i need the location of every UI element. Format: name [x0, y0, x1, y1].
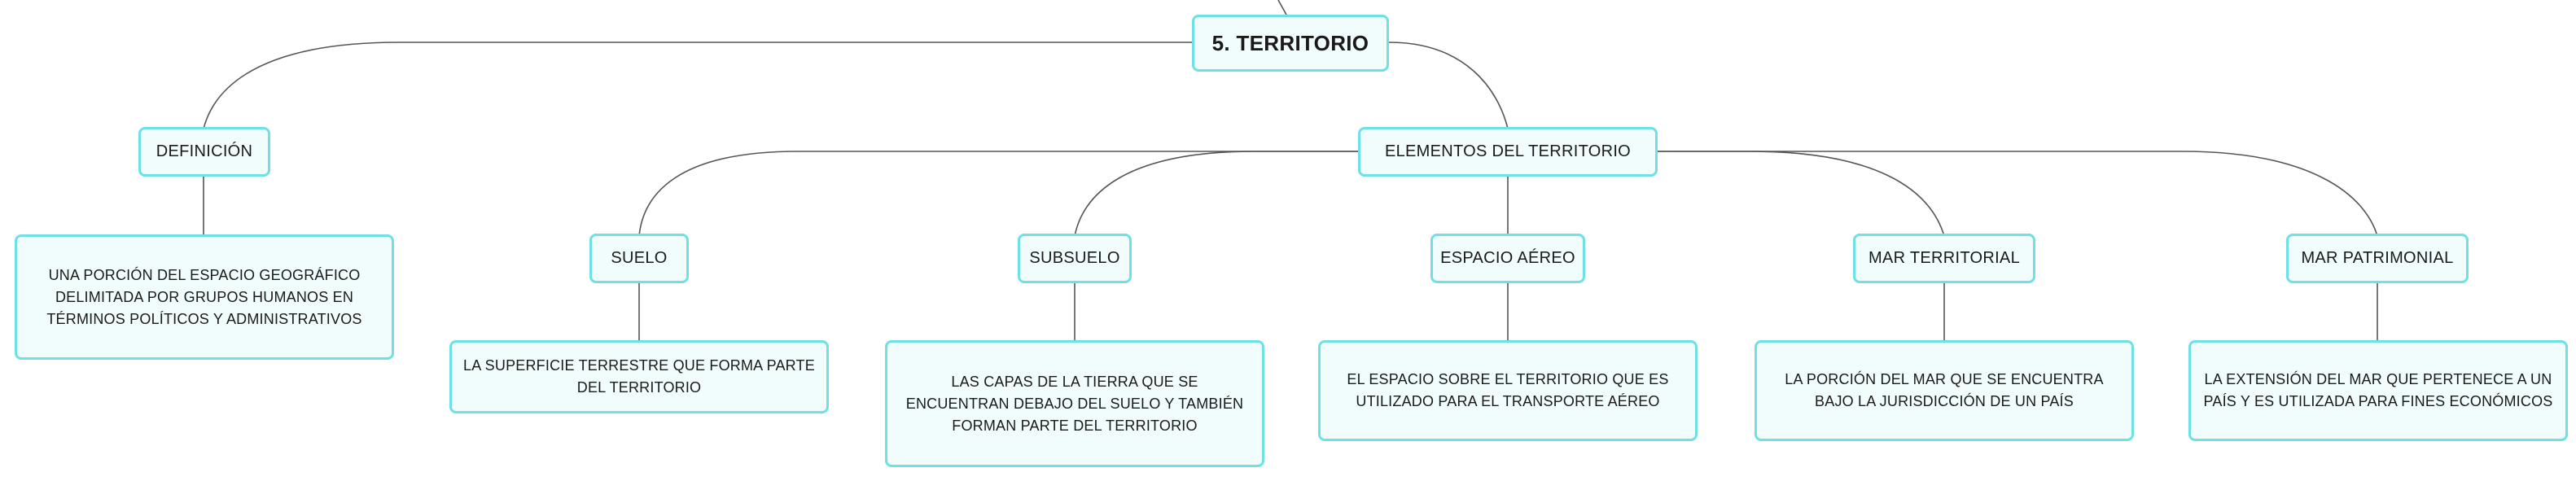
- node-elementos-label: ELEMENTOS DEL TERRITORIO: [1384, 142, 1632, 160]
- connector-root-definicion: [203, 42, 1192, 129]
- node-definicion-text[interactable]: UNA PORCIÓN DEL ESPACIO GEOGRÁFICO DELIM…: [15, 234, 394, 360]
- connector-elementos-mar-territorial: [1658, 151, 1945, 237]
- mar-patrimonial-text: LA EXTENSIÓN DEL MAR QUE PERTENECE A UN …: [2203, 371, 2553, 409]
- connector-elementos-suelo: [638, 151, 1358, 237]
- connector-root-parent: [1277, 0, 1287, 15]
- node-definicion-label: DEFINICIÓN: [156, 142, 253, 160]
- node-territorio-label: 5. TERRITORIO: [1211, 30, 1369, 55]
- node-suelo-label: SUELO: [611, 249, 668, 267]
- node-subsuelo-label: SUBSUELO: [1029, 249, 1120, 267]
- node-espacio-aereo-label: ESPACIO AÉREO: [1440, 249, 1575, 267]
- connector-elementos-subsuelo: [1074, 151, 1358, 237]
- connector-root-elementos: [1388, 42, 1509, 129]
- node-suelo-text[interactable]: LA SUPERFICIE TERRESTRE QUE FORMA PARTE …: [449, 340, 829, 413]
- suelo-text: LA SUPERFICIE TERRESTRE QUE FORMA PARTE …: [463, 357, 815, 396]
- node-espacio-aereo[interactable]: ESPACIO AÉREO: [1430, 234, 1585, 283]
- node-subsuelo[interactable]: SUBSUELO: [1018, 234, 1132, 283]
- node-mar-patrimonial-label: MAR PATRIMONIAL: [2301, 249, 2454, 267]
- espacio-aereo-text: EL ESPACIO SOBRE EL TERRITORIO QUE ES UT…: [1347, 371, 1669, 409]
- mar-territorial-text: LA PORCIÓN DEL MAR QUE SE ENCUENTRA BAJO…: [1785, 371, 2104, 409]
- node-mar-territorial-label: MAR TERRITORIAL: [1868, 249, 2020, 267]
- node-mar-territorial[interactable]: MAR TERRITORIAL: [1853, 234, 2035, 283]
- node-mar-territorial-text[interactable]: LA PORCIÓN DEL MAR QUE SE ENCUENTRA BAJO…: [1755, 340, 2134, 441]
- node-elementos[interactable]: ELEMENTOS DEL TERRITORIO: [1358, 127, 1658, 177]
- node-espacio-aereo-text[interactable]: EL ESPACIO SOBRE EL TERRITORIO QUE ES UT…: [1318, 340, 1698, 441]
- node-definicion[interactable]: DEFINICIÓN: [138, 127, 270, 177]
- connector-elementos-mar-patrimonial: [1658, 151, 2378, 237]
- node-mar-patrimonial[interactable]: MAR PATRIMONIAL: [2286, 234, 2469, 283]
- definicion-text: UNA PORCIÓN DEL ESPACIO GEOGRÁFICO DELIM…: [46, 266, 362, 327]
- node-subsuelo-text[interactable]: LAS CAPAS DE LA TIERRA QUE SE ENCUENTRAN…: [885, 340, 1264, 467]
- node-mar-patrimonial-text[interactable]: LA EXTENSIÓN DEL MAR QUE PERTENECE A UN …: [2188, 340, 2568, 441]
- node-suelo[interactable]: SUELO: [589, 234, 689, 283]
- subsuelo-text: LAS CAPAS DE LA TIERRA QUE SE ENCUENTRAN…: [905, 373, 1244, 434]
- node-territorio[interactable]: 5. TERRITORIO: [1192, 15, 1389, 72]
